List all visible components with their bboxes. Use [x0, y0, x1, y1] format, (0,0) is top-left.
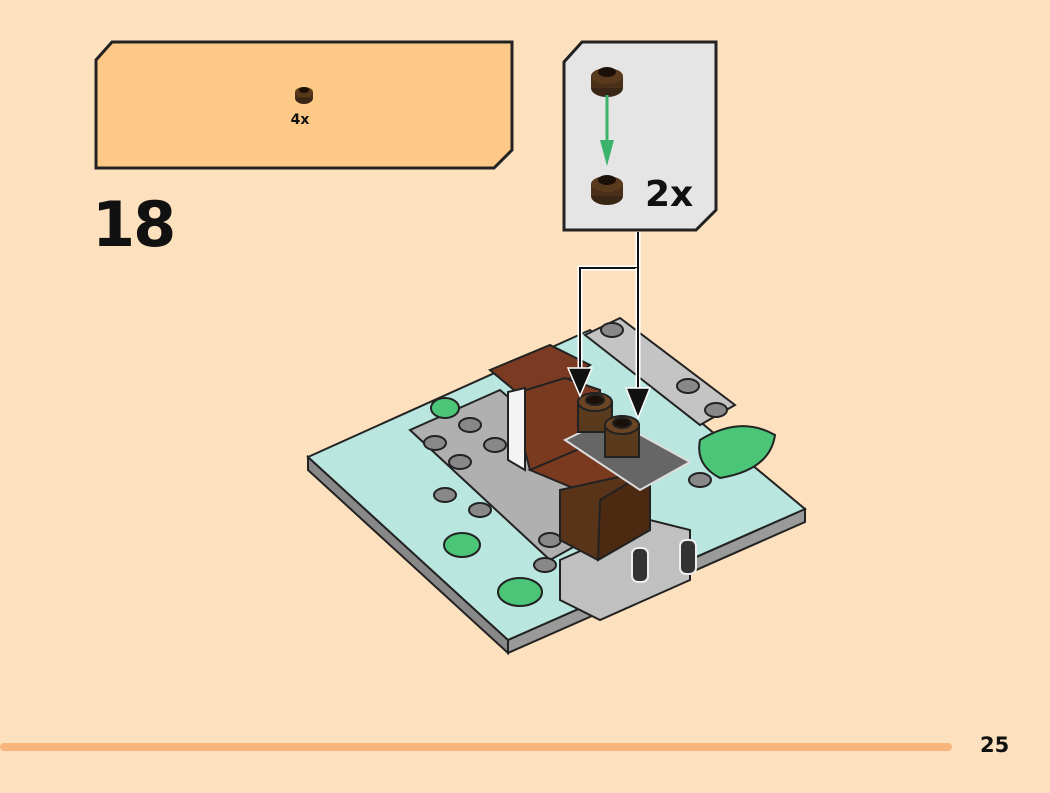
sub-assembly-count: 2x — [645, 174, 694, 215]
parts-callout-box — [94, 40, 514, 170]
brown-round-plate-icon — [591, 175, 623, 205]
new-brown-plates — [577, 392, 640, 458]
page-progress-bar — [0, 743, 952, 751]
sub-assembly-box — [562, 40, 718, 232]
step-number: 18 — [92, 188, 176, 261]
gray-studs — [423, 322, 728, 573]
green-plants — [430, 397, 777, 607]
brown-round-plate-icon — [295, 87, 313, 104]
parts-count: 4x — [290, 112, 310, 128]
green-down-arrow-icon — [600, 95, 614, 166]
brown-round-plate-icon — [591, 67, 623, 97]
assembly-arrows — [566, 232, 652, 421]
page-number: 25 — [980, 733, 1010, 757]
black-pins — [631, 539, 697, 583]
